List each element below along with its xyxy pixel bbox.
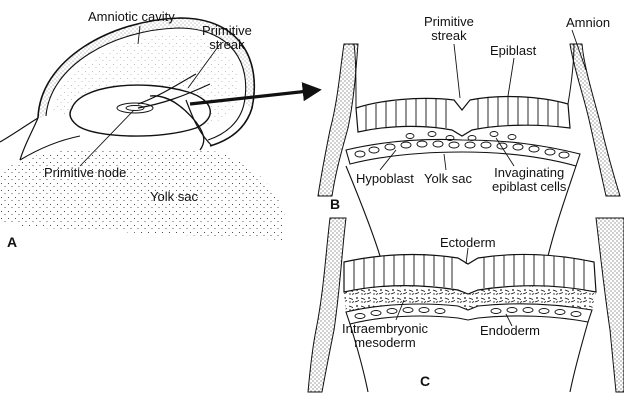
label-invaginating-line2: epiblast cells (492, 180, 566, 194)
panel-a-drawing (0, 18, 318, 240)
label-intraembryonic-mesoderm: Intraembryonic mesoderm (342, 322, 428, 350)
label-invaginating-line1: Invaginating (492, 166, 566, 180)
panel-a-yolk-sac (0, 150, 285, 240)
label-a-yolk-sac: Yolk sac (150, 190, 198, 204)
label-b-primitive-streak-line1: Primitive (424, 15, 474, 29)
label-amnion: Amnion (566, 16, 610, 30)
label-primitive-node: Primitive node (44, 166, 126, 180)
label-b-primitive-streak: Primitive streak (424, 15, 474, 43)
label-endoderm: Endoderm (480, 324, 540, 338)
label-a-primitive-streak: Primitive streak (202, 24, 252, 52)
label-a-primitive-streak-line2: streak (202, 38, 252, 52)
panel-b-drawing (318, 30, 620, 256)
label-invaginating-epiblast: Invaginating epiblast cells (492, 166, 566, 194)
label-hypoblast: Hypoblast (356, 172, 414, 186)
label-intraembryonic-line1: Intraembryonic (342, 322, 428, 336)
panel-b-letter: B (330, 196, 340, 212)
label-ectoderm: Ectoderm (440, 236, 496, 250)
label-b-yolk-sac: Yolk sac (424, 172, 472, 186)
label-epiblast: Epiblast (490, 44, 536, 58)
label-intraembryonic-line2: mesoderm (342, 336, 428, 350)
label-a-primitive-streak-line1: Primitive (202, 24, 252, 38)
label-b-primitive-streak-line2: streak (424, 29, 474, 43)
panel-c-letter: C (420, 373, 430, 389)
panel-a-letter: A (7, 234, 17, 250)
label-amniotic-cavity: Amniotic cavity (88, 10, 175, 24)
